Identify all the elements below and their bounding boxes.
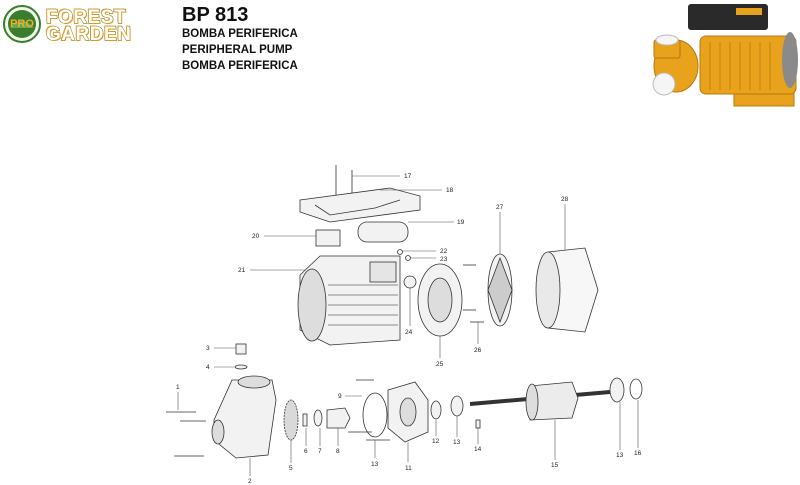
part-28-fan-cover — [535, 247, 599, 333]
leader-lines — [177, 175, 639, 476]
label-part-9: 9 — [338, 393, 342, 400]
label-part-14: 14 — [474, 446, 482, 453]
pump-photo — [652, 4, 798, 107]
brand-name-line2: GARDEN — [45, 24, 132, 45]
label-part-25: 25 — [436, 361, 444, 368]
brand-name-line1: FOREST — [45, 7, 127, 28]
label-part-16: 16 — [634, 450, 642, 457]
part-20-terminal — [315, 229, 341, 247]
part-22-screw — [397, 249, 403, 255]
part-13-bearing — [450, 395, 464, 417]
label-part-19: 19 — [457, 219, 465, 226]
label-part-20: 20 — [252, 233, 260, 240]
part-12-seal — [430, 400, 442, 420]
subtitle-spanish: BOMBA PERIFERICA — [182, 28, 298, 40]
part-18-cover — [299, 187, 421, 223]
label-part-4: 4 — [206, 364, 210, 371]
part-16-ring — [629, 378, 643, 400]
pump-fan-cover — [782, 32, 798, 88]
part-4-washer — [234, 364, 248, 370]
pump-inlet — [652, 72, 676, 96]
label-part-15: 15 — [551, 462, 559, 469]
subtitle-english: PERIPHERAL PUMP — [182, 44, 293, 56]
part-27-fan — [487, 253, 513, 327]
label-part-22: 22 — [440, 248, 448, 255]
part-9-o-ring — [362, 392, 388, 438]
part-8-seal — [326, 407, 351, 429]
label-part-13-a: 13 — [371, 461, 379, 468]
pro-badge-text: PRO — [10, 18, 34, 30]
part-19-capacitor — [357, 221, 409, 243]
label-part-27: 27 — [496, 204, 504, 211]
label-part-2: 2 — [248, 478, 252, 485]
label-part-7: 7 — [318, 448, 322, 455]
part-3-plug — [235, 343, 247, 355]
part-drawings — [166, 165, 643, 459]
part-15-rotor — [469, 381, 611, 421]
label-part-24: 24 — [405, 329, 413, 336]
part-5-impeller — [283, 399, 299, 441]
part-21-motor-opening — [297, 268, 327, 342]
part-7-seal — [313, 409, 323, 427]
label-part-13-b: 13 — [453, 439, 461, 446]
brand-logo: PRO FOREST GARDEN — [0, 0, 165, 48]
label-part-3: 3 — [206, 345, 210, 352]
label-part-1: 1 — [176, 384, 180, 391]
label-part-26: 26 — [474, 347, 482, 354]
label-part-18: 18 — [446, 187, 454, 194]
part-labels: 17 18 19 20 21 22 23 24 25 26 27 28 3 4 … — [176, 173, 642, 485]
part-2-pump-housing — [213, 379, 277, 459]
label-part-8: 8 — [336, 448, 340, 455]
pump-label-plate — [736, 8, 762, 15]
part-6-key — [302, 413, 308, 427]
label-part-12: 12 — [432, 438, 440, 445]
part-13-bearing-rear — [609, 377, 625, 403]
model-title: BP 813 — [182, 4, 249, 26]
part-14-key — [475, 419, 481, 429]
subtitle-portuguese: BOMBA PERIFERICA — [182, 60, 298, 72]
label-part-23: 23 — [440, 256, 448, 263]
pro-badge-icon: PRO — [3, 5, 41, 43]
label-part-6: 6 — [304, 448, 308, 455]
label-part-17: 17 — [404, 173, 412, 180]
label-part-11: 11 — [405, 465, 412, 472]
title-block: BP 813 BOMBA PERIFERICA PERIPHERAL PUMP … — [182, 4, 298, 74]
label-part-5: 5 — [289, 465, 293, 472]
label-part-21: 21 — [238, 267, 246, 274]
part-24-bearing — [403, 275, 417, 289]
label-part-28: 28 — [561, 196, 569, 203]
part-23-screw — [405, 255, 411, 261]
label-part-13-c: 13 — [616, 452, 624, 459]
